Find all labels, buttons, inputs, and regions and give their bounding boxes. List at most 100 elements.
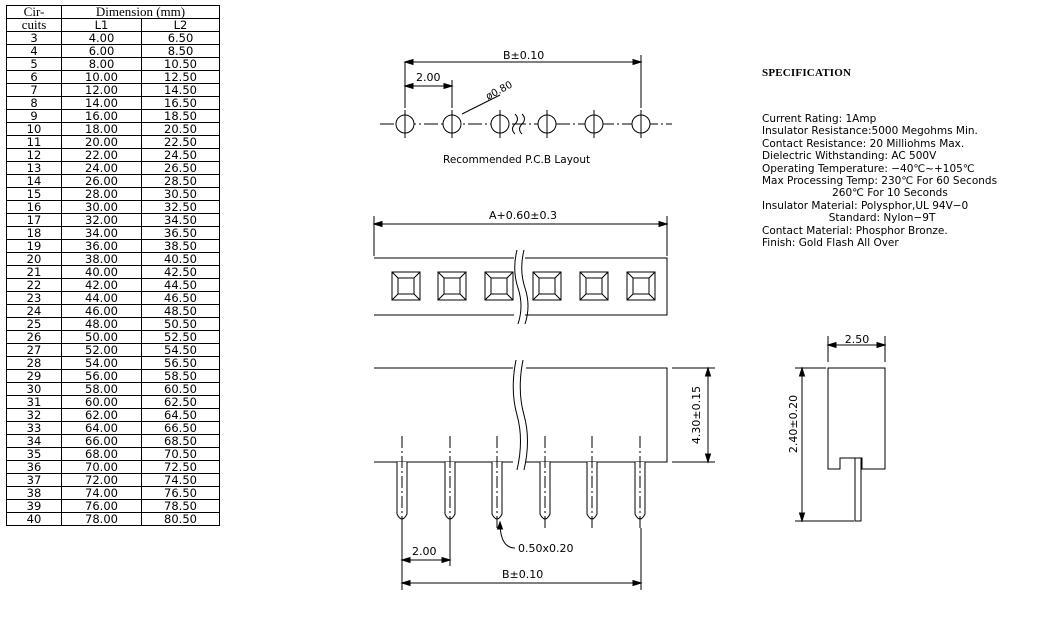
arrowhead — [400, 556, 452, 564]
contact-cell-outer — [391, 271, 421, 301]
contact-cell-bevel — [391, 271, 421, 301]
l1-cell: 58.00 — [61, 382, 142, 396]
front-height-label: 4.30±0.15 — [690, 386, 703, 444]
l1-cell: 38.00 — [61, 252, 142, 266]
l2-header: L2 — [141, 18, 220, 32]
specification-title: SPECIFICATION — [762, 66, 852, 79]
circuits-cell: 15 — [6, 187, 62, 201]
arrowhead — [704, 366, 712, 464]
front-view-pins — [396, 436, 646, 530]
side-width-label: 2.50 — [845, 333, 870, 346]
pin-leader — [499, 521, 516, 549]
l1-cell: 76.00 — [61, 499, 142, 513]
pcb-break-mark — [512, 113, 518, 135]
contact-cell-inner — [585, 277, 603, 295]
spec-line: 260℃ For 10 Seconds — [762, 187, 948, 200]
arrowhead — [403, 58, 643, 66]
spec-line: Finish: Gold Flash All Over — [762, 237, 899, 250]
circuits-cell: 33 — [6, 421, 62, 435]
l2-cell: 62.50 — [141, 395, 220, 409]
spec-line: Dielectric Withstanding: AC 500V — [762, 150, 937, 163]
circuits-cell: 26 — [6, 330, 62, 344]
front-pin — [491, 462, 503, 520]
l2-cell: 64.50 — [141, 408, 220, 422]
contact-cell-bevel — [532, 271, 562, 301]
arrowhead — [400, 579, 643, 587]
top-view-body — [374, 257, 668, 316]
l2-cell: 76.50 — [141, 486, 220, 500]
circuits-cell: 19 — [6, 239, 62, 253]
l1-cell: 50.00 — [61, 330, 142, 344]
circuits-cell: 40 — [6, 512, 62, 526]
contact-cell-inner — [397, 277, 415, 295]
arrowhead — [372, 220, 669, 228]
pcb-caption: Recommended P.C.B Layout — [443, 154, 590, 166]
pin-size-label: 0.50x0.20 — [518, 542, 574, 555]
spec-line: Contact Resistance: 20 Milliohms Max. — [762, 137, 965, 150]
top-view-cells — [391, 271, 656, 301]
contact-cell-inner — [632, 277, 650, 295]
l2-cell: 42.50 — [141, 265, 220, 279]
contact-cell-outer — [484, 271, 514, 301]
l1-cell: 78.00 — [61, 512, 142, 526]
spec-line: Insulator Material: Polysphor,UL 94V−0 — [762, 199, 969, 212]
spec-line: Max Processing Temp: 230℃ For 60 Seconds — [762, 175, 998, 188]
l2-cell: 50.50 — [141, 317, 220, 331]
arrowhead — [798, 366, 806, 523]
contact-cell-inner — [490, 277, 508, 295]
l1-cell: 8.00 — [61, 57, 142, 71]
l1-cell: 22.00 — [61, 148, 142, 162]
l2-cell: 34.50 — [141, 213, 220, 227]
front-break-mark — [512, 359, 521, 471]
top-break-mark — [514, 249, 522, 325]
circuits-cell: 34 — [6, 434, 62, 448]
l1-cell: 70.00 — [61, 460, 142, 474]
l2-cell: 80.50 — [141, 512, 220, 526]
arrowhead — [496, 520, 504, 530]
spec-line: Current Rating: 1Amp — [762, 113, 877, 126]
contact-cell-inner — [538, 277, 556, 295]
circuits-cell: 27 — [6, 343, 62, 357]
arrowhead — [826, 341, 887, 349]
l2-cell: 22.50 — [141, 135, 220, 149]
pcb-break-mark — [519, 113, 525, 135]
hole-leader — [461, 94, 501, 115]
l2-cell: 58.50 — [141, 369, 220, 383]
pcb-layout — [380, 55, 672, 138]
side-view — [795, 336, 887, 523]
l1-cell: 60.00 — [61, 395, 142, 409]
circuits-cell: 24 — [6, 304, 62, 318]
side-height-label: 2.40±0.20 — [787, 395, 800, 453]
l2-cell: 54.50 — [141, 343, 220, 357]
contact-cell-outer — [437, 271, 467, 301]
spec-line: Contact Material: Phosphor Bronze. — [762, 224, 948, 237]
circuits-cell: 17 — [6, 213, 62, 227]
front-pin — [444, 462, 456, 520]
pcb-pitch-label: 2.00 — [416, 71, 441, 84]
contact-cell-inner — [443, 277, 461, 295]
spec-line: Operating Temperature: −40℃~+105℃ — [762, 162, 975, 175]
pcb-holes — [395, 110, 651, 138]
l1-cell: 24.00 — [61, 161, 142, 175]
circuits-cell: 31 — [6, 395, 62, 409]
contact-cell-bevel — [484, 271, 514, 301]
l2-cell: 68.50 — [141, 434, 220, 448]
